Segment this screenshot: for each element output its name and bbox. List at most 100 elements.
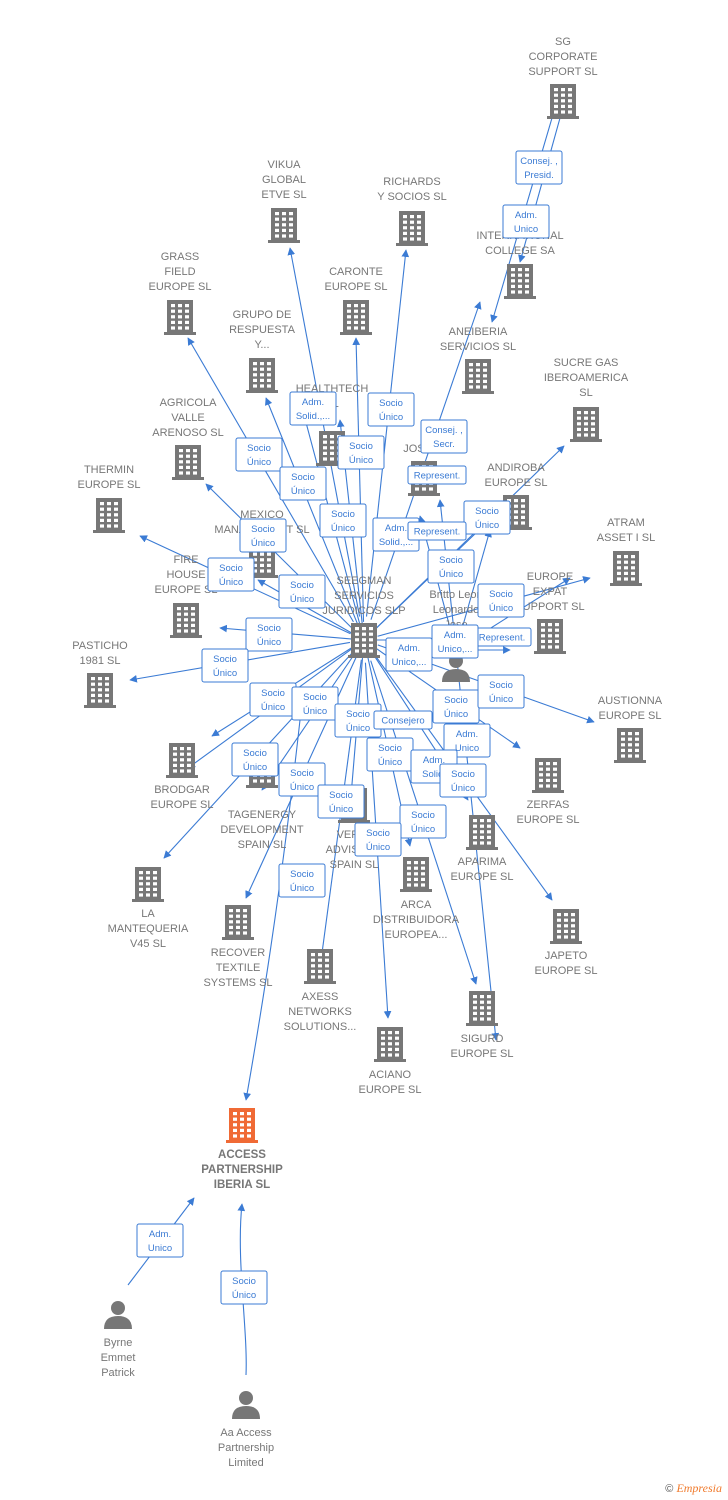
node-label-line: ANEIBERIA	[449, 326, 508, 338]
relation-label[interactable]: Adm.Solid.,...	[289, 391, 337, 426]
relation-label[interactable]: Represent.	[472, 627, 532, 647]
relation-label-text: Socio	[378, 743, 402, 754]
node-zerfas[interactable]: ZERFAS EUROPE SL	[517, 758, 580, 826]
empresia-logo[interactable]: Empresia	[676, 1481, 722, 1495]
node-label-line: COLLEGE SA	[485, 245, 555, 257]
node-label-line: JURIDICOS SLP	[322, 605, 405, 617]
edge-seegman-2	[352, 337, 365, 622]
building-icon	[466, 991, 498, 1026]
node-label-line: EUROPE SL	[517, 814, 580, 826]
relation-label[interactable]: Adm.Unico,...	[431, 624, 479, 659]
node-label-line: DEVELOPMENT	[220, 824, 303, 836]
node-label-line: ATRAM	[607, 517, 645, 529]
node-label-line: EXPAT	[533, 586, 568, 598]
relation-label[interactable]: Consejero	[373, 710, 433, 730]
relation-label-text: Único	[411, 824, 435, 835]
relation-label[interactable]: Adm.Unico	[502, 204, 550, 239]
relation-label[interactable]: Adm.Unico	[443, 723, 491, 758]
relation-label-text: Único	[489, 694, 513, 705]
node-britto[interactable]: Britto LeonLeonardoJose	[429, 589, 483, 682]
relation-label[interactable]: Represent.	[407, 465, 467, 485]
building-icon	[268, 208, 300, 243]
building-icon	[547, 84, 579, 119]
relation-label[interactable]: Consej. ,Presid.	[515, 150, 563, 185]
relation-label-text: Adm.	[423, 755, 445, 766]
relation-label-text: Único	[329, 804, 353, 815]
relation-label-text: Solid.,...	[379, 537, 413, 548]
relation-label-text: Único	[291, 486, 315, 497]
node-arca[interactable]: ARCADISTRIBUIDORAEUROPEA...	[373, 857, 460, 941]
relation-label[interactable]: Adm.Unico,...	[385, 637, 433, 672]
node-label-line: VIKUA	[267, 159, 301, 171]
relation-label[interactable]: Adm.Unico	[136, 1223, 184, 1258]
node-label-line: MANTEQUERIA	[108, 923, 189, 935]
node-label-line: MEXICO	[240, 509, 284, 521]
node-label-line: ANDIROBA	[487, 462, 545, 474]
relation-label-text: Único	[247, 457, 271, 468]
relation-label[interactable]: Consej. ,Secr.	[420, 419, 468, 454]
relation-label-text: Adm.	[515, 210, 537, 221]
relation-label-text: Socio	[290, 869, 314, 880]
edge-seegman-25	[375, 445, 565, 629]
relation-label[interactable]: Represent.	[407, 521, 467, 541]
node-intl[interactable]: INTERNATIONALCOLLEGE SA	[476, 230, 564, 299]
node-grupo[interactable]: GRUPO DERESPUESTAY...	[229, 309, 296, 393]
node-axess[interactable]: AXESSNETWORKSSOLUTIONS...	[284, 949, 357, 1033]
node-label-line: ZERFAS	[527, 799, 570, 811]
node-label-line: IBEROAMERICA	[544, 372, 629, 384]
node-label-line: RESPUESTA	[229, 324, 295, 336]
